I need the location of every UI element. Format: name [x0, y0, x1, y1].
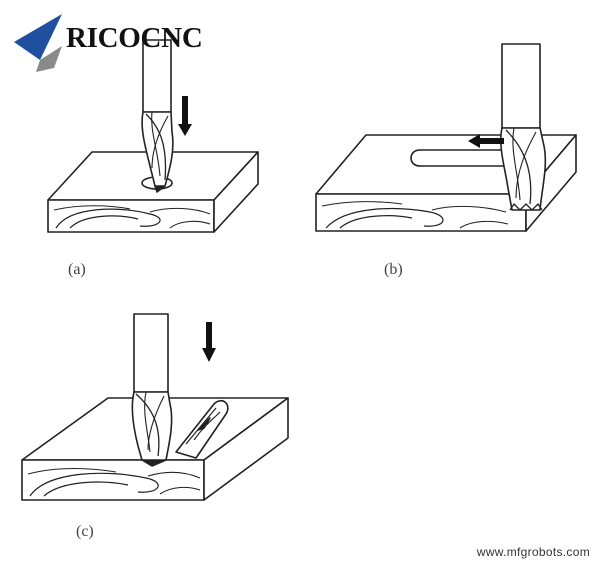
watermark: www.mfgrobots.com [476, 545, 590, 559]
figure-c-ramp [21, 313, 289, 501]
logo-icon [14, 14, 62, 72]
caption-a: (a) [68, 261, 86, 278]
caption-b: (b) [384, 261, 403, 278]
feed-arrow-down-a [178, 96, 192, 136]
end-mill-a [141, 39, 174, 193]
slot-groove-b [410, 149, 510, 167]
figure-b-slot [315, 43, 577, 232]
feed-arrow-left-b [468, 134, 504, 148]
brand-name: RICOCNC [66, 22, 203, 54]
figure-a-plunge [47, 39, 259, 233]
ramp-channel-c [175, 399, 229, 459]
caption-c: (c) [76, 523, 94, 540]
feed-arrow-down-c [202, 322, 216, 362]
end-mill-b [500, 43, 547, 211]
end-mill-c [131, 313, 173, 467]
